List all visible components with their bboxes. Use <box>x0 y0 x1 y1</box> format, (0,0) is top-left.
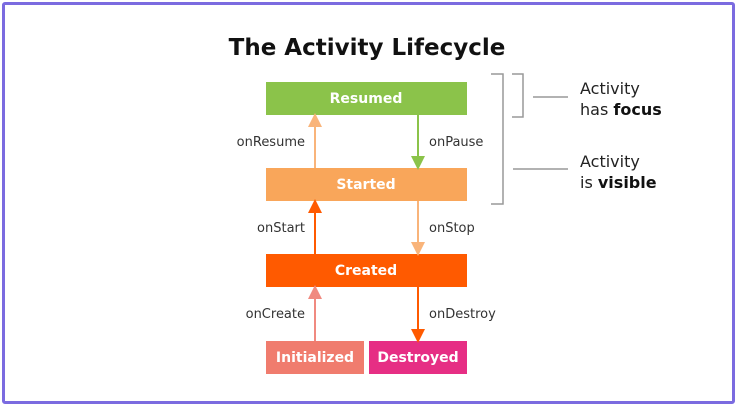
state-created: Created <box>266 254 467 287</box>
transition-on-destroy-label: onDestroy <box>429 307 496 322</box>
annotation-visible-line1: Activity <box>580 152 640 171</box>
annotation-focus-line1: Activity <box>580 79 640 98</box>
state-resumed: Resumed <box>266 82 467 115</box>
annotation-visible-keyword: visible <box>598 173 657 192</box>
annotation-visible-line2: is visible <box>580 173 657 192</box>
state-initialized-label: Initialized <box>276 350 354 366</box>
state-destroyed-label: Destroyed <box>377 350 458 366</box>
state-started-label: Started <box>336 177 395 193</box>
transition-on-resume-label: onResume <box>237 135 305 150</box>
annotation-focus-line2: has focus <box>580 100 662 119</box>
focus-bracket <box>512 73 524 118</box>
state-created-label: Created <box>335 263 397 279</box>
page-title: The Activity Lifecycle <box>229 35 506 61</box>
transition-on-stop-label: onStop <box>429 221 475 236</box>
transition-on-create-label: onCreate <box>246 307 305 322</box>
transition-on-pause-label: onPause <box>429 135 483 150</box>
transition-on-start-label: onStart <box>257 221 305 236</box>
state-initialized: Initialized <box>266 341 364 374</box>
annotation-focus-keyword: focus <box>613 100 661 119</box>
state-resumed-label: Resumed <box>330 91 403 107</box>
visible-bracket <box>491 73 504 205</box>
state-started: Started <box>266 168 467 201</box>
state-destroyed: Destroyed <box>369 341 467 374</box>
